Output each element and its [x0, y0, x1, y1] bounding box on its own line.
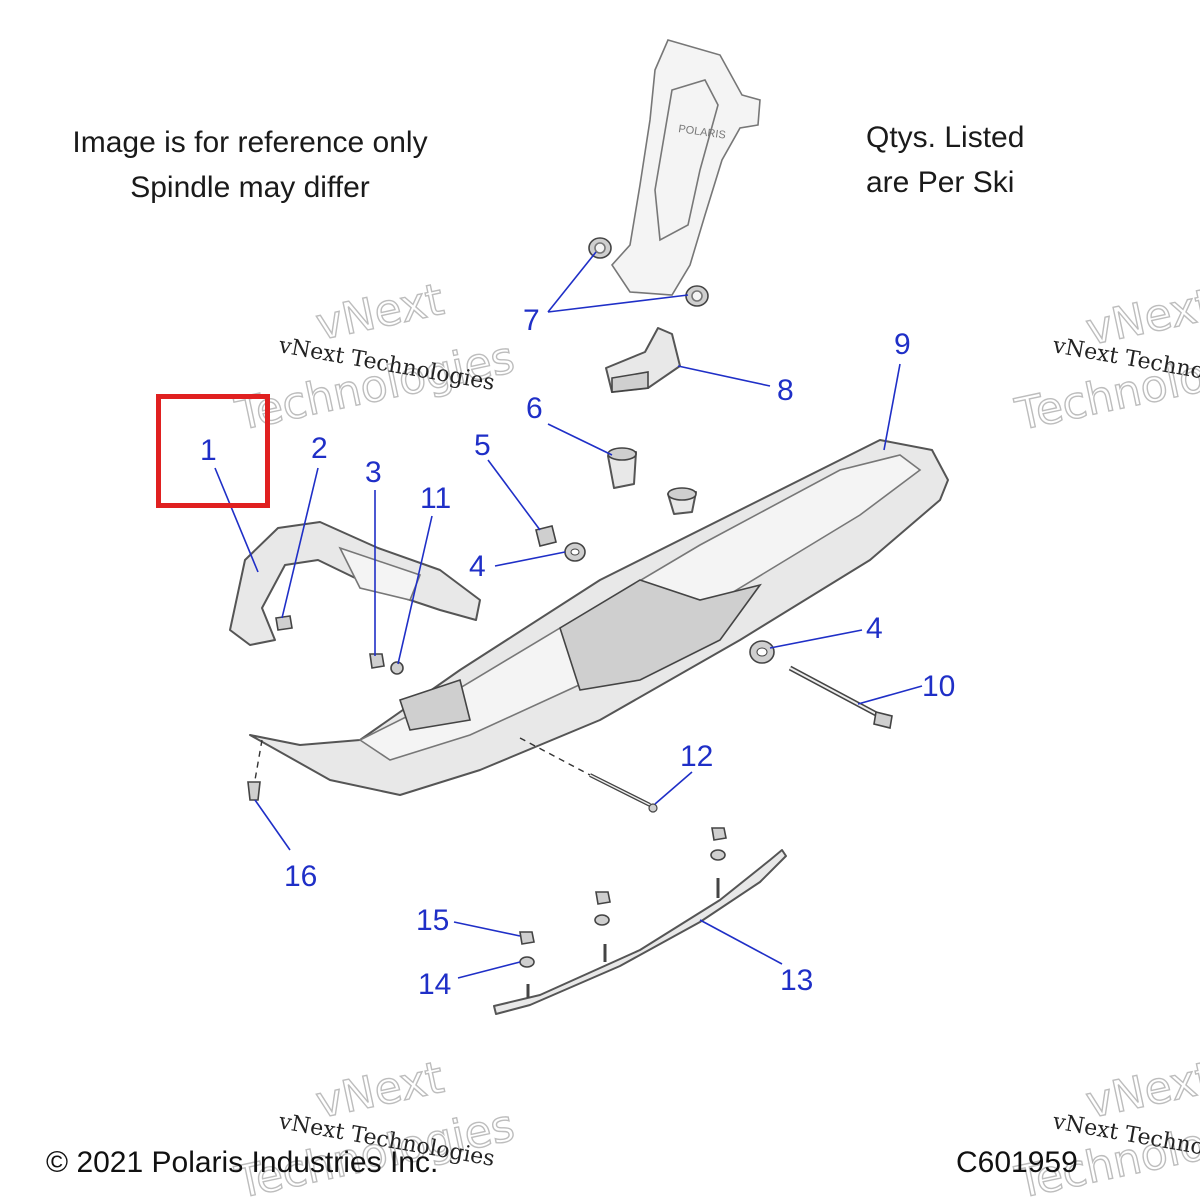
part-14-washers — [519, 849, 726, 968]
part-1-handle — [229, 521, 481, 646]
spindle-drawing: POLARIS — [610, 39, 761, 296]
reference-note: Image is for reference only Spindle may … — [50, 120, 450, 210]
copyright-text: © 2021 Polaris Industries Inc. — [46, 1146, 439, 1179]
part-5-nut — [535, 525, 557, 547]
callout-7: 7 — [523, 304, 540, 337]
callout-3: 3 — [365, 456, 382, 489]
part-15-nuts — [519, 827, 727, 945]
part-9-ski — [249, 439, 949, 796]
callout-4-right: 4 — [866, 612, 883, 645]
part-2-plug — [275, 615, 293, 631]
callout-11: 11 — [420, 482, 451, 515]
callout-labels: 1 2 3 4 4 5 6 7 8 9 10 11 12 13 14 15 16 — [200, 304, 955, 1001]
callout-5: 5 — [474, 429, 491, 462]
part-4-washer-left — [564, 542, 586, 562]
watermark-outline-1: vNext — [312, 274, 448, 351]
part-8-block — [605, 327, 681, 393]
callout-1: 1 — [200, 434, 217, 467]
callout-13: 13 — [780, 964, 813, 997]
callout-8: 8 — [777, 374, 794, 407]
callout-6: 6 — [526, 392, 543, 425]
leader-lines — [214, 251, 923, 979]
callout-14: 14 — [418, 968, 451, 1001]
watermark-top-right: vNext Technologies vNext Technologies — [1010, 278, 1200, 441]
part-16-screw — [247, 739, 263, 801]
part-4-washer-right — [749, 640, 775, 664]
part-12-pin — [519, 737, 658, 813]
callout-15: 15 — [416, 904, 449, 937]
quantity-note-line-2: are Per Ski — [866, 166, 1015, 199]
callout-9: 9 — [894, 328, 911, 361]
quantity-note: Qtys. Listed are Per Ski — [866, 115, 1024, 205]
callout-4-left: 4 — [469, 550, 486, 583]
callout-10: 10 — [922, 670, 955, 703]
reference-note-line-2: Spindle may differ — [130, 171, 370, 204]
reference-note-line-1: Image is for reference only — [72, 126, 428, 159]
part-11-washer — [390, 661, 404, 675]
part-3-nut — [369, 653, 385, 669]
highlight-box-part-1 — [156, 394, 270, 508]
callout-16: 16 — [284, 860, 317, 893]
quantity-note-line-1: Qtys. Listed — [866, 121, 1025, 154]
figure-id: C601959 — [956, 1146, 1078, 1179]
callout-2: 2 — [311, 432, 328, 465]
watermark-top-left: vNext Technologies vNext Technologies — [230, 273, 519, 441]
callout-12: 12 — [680, 740, 713, 773]
part-10-bolt — [788, 665, 893, 729]
part-13-runner — [493, 849, 787, 1015]
part-6-bushings — [607, 447, 697, 515]
